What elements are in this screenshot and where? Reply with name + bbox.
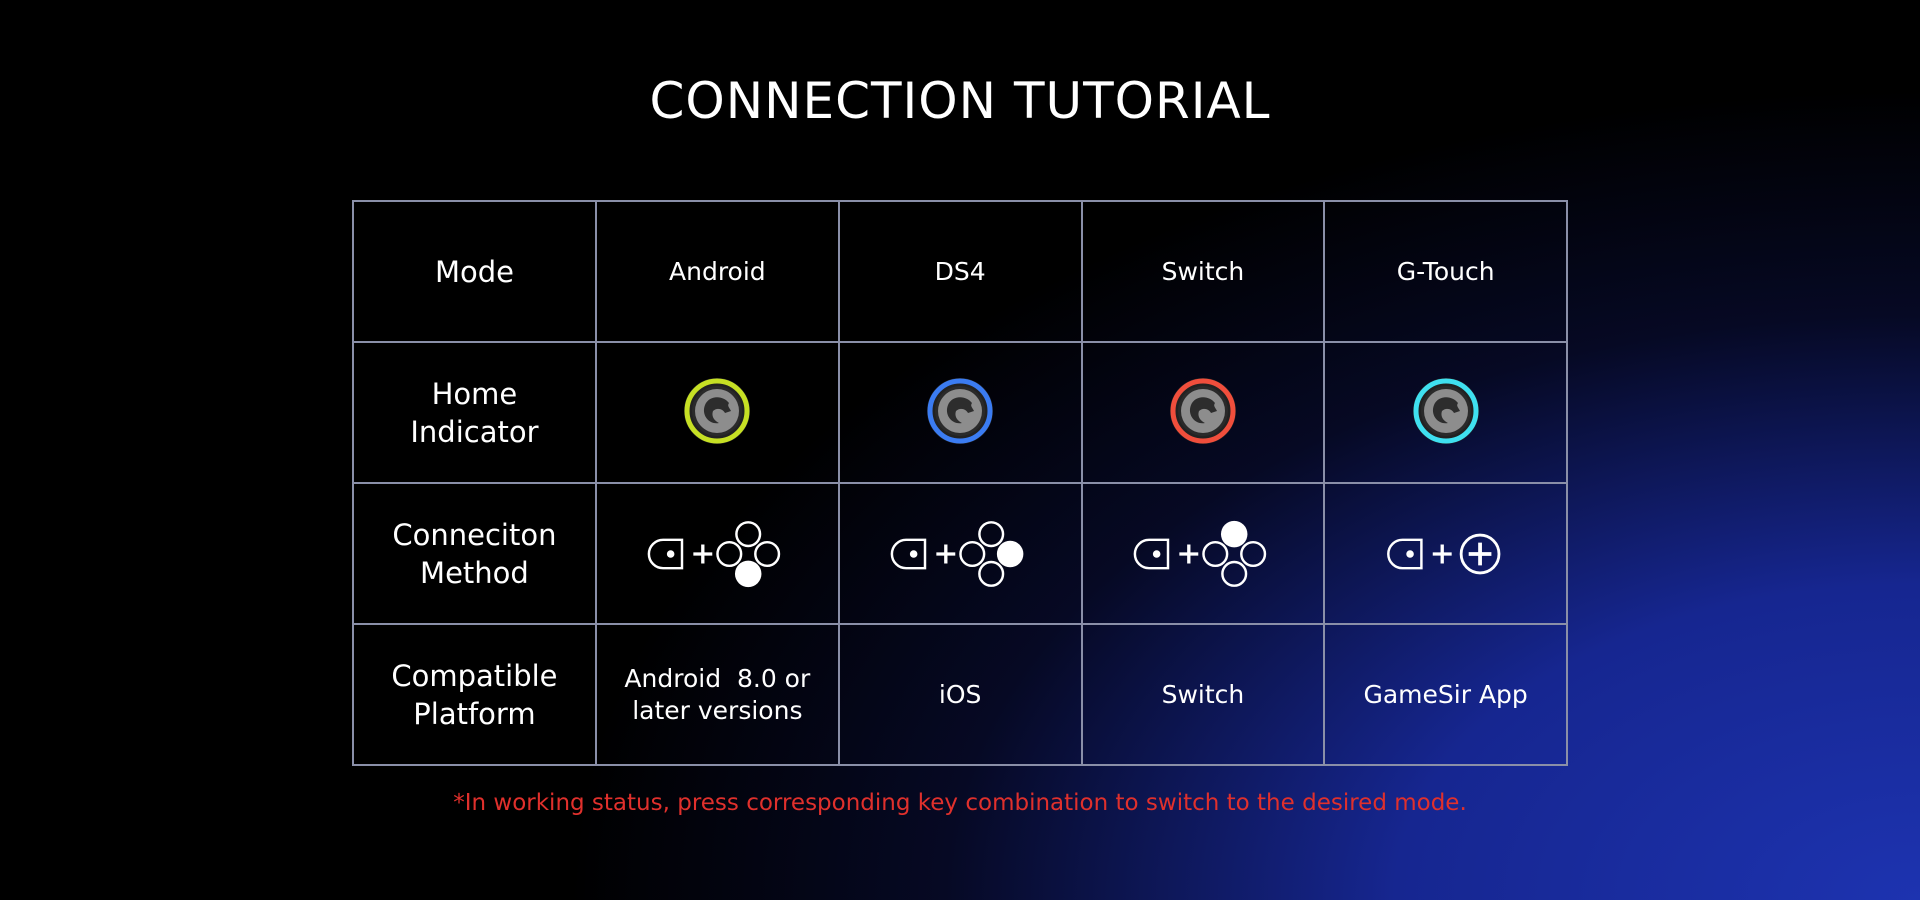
method-cell xyxy=(837,482,1083,625)
row-header-method: Conneciton Method xyxy=(352,482,597,625)
home-indicator-icon xyxy=(681,375,753,451)
indicator-cell xyxy=(1080,341,1326,484)
row-header-indicator: Home Indicator xyxy=(352,341,597,484)
key-combo-icon xyxy=(647,520,787,587)
mode-switch: Switch xyxy=(1080,200,1326,343)
mode-gtouch: G-Touch xyxy=(1323,200,1568,343)
table-row-method: Conneciton Method xyxy=(352,482,1568,625)
indicator-cell xyxy=(837,341,1083,484)
key-combo-icon xyxy=(1133,520,1273,587)
indicator-cell xyxy=(1323,341,1568,484)
key-combo-icon xyxy=(890,520,1030,587)
home-indicator-icon xyxy=(1410,375,1482,451)
key-combo-icon xyxy=(1386,533,1505,574)
indicator-cell xyxy=(594,341,840,484)
platform-gamesir-app: GameSir App xyxy=(1323,623,1568,766)
footnote: *In working status, press corresponding … xyxy=(453,790,1467,816)
mode-ds4: DS4 xyxy=(837,200,1083,343)
table-row-mode: Mode Android DS4 Switch G-Touch xyxy=(352,200,1568,343)
table-row-platform: Compatible Platform Android 8.0 or later… xyxy=(352,623,1568,766)
table-row-indicator: Home Indicator xyxy=(352,341,1568,484)
home-indicator-icon xyxy=(1167,375,1239,451)
row-header-mode: Mode xyxy=(352,200,597,343)
home-indicator-icon xyxy=(924,375,996,451)
platform-switch: Switch xyxy=(1080,623,1326,766)
method-cell xyxy=(1323,482,1568,625)
row-header-platform: Compatible Platform xyxy=(352,623,597,766)
method-cell xyxy=(594,482,840,625)
connection-table: Mode Android DS4 Switch G-Touch Home Ind… xyxy=(352,200,1568,766)
platform-android: Android 8.0 or later versions xyxy=(594,623,840,766)
page-title: CONNECTION TUTORIAL xyxy=(649,72,1271,130)
method-cell xyxy=(1080,482,1326,625)
mode-android: Android xyxy=(594,200,840,343)
platform-ios: iOS xyxy=(837,623,1083,766)
